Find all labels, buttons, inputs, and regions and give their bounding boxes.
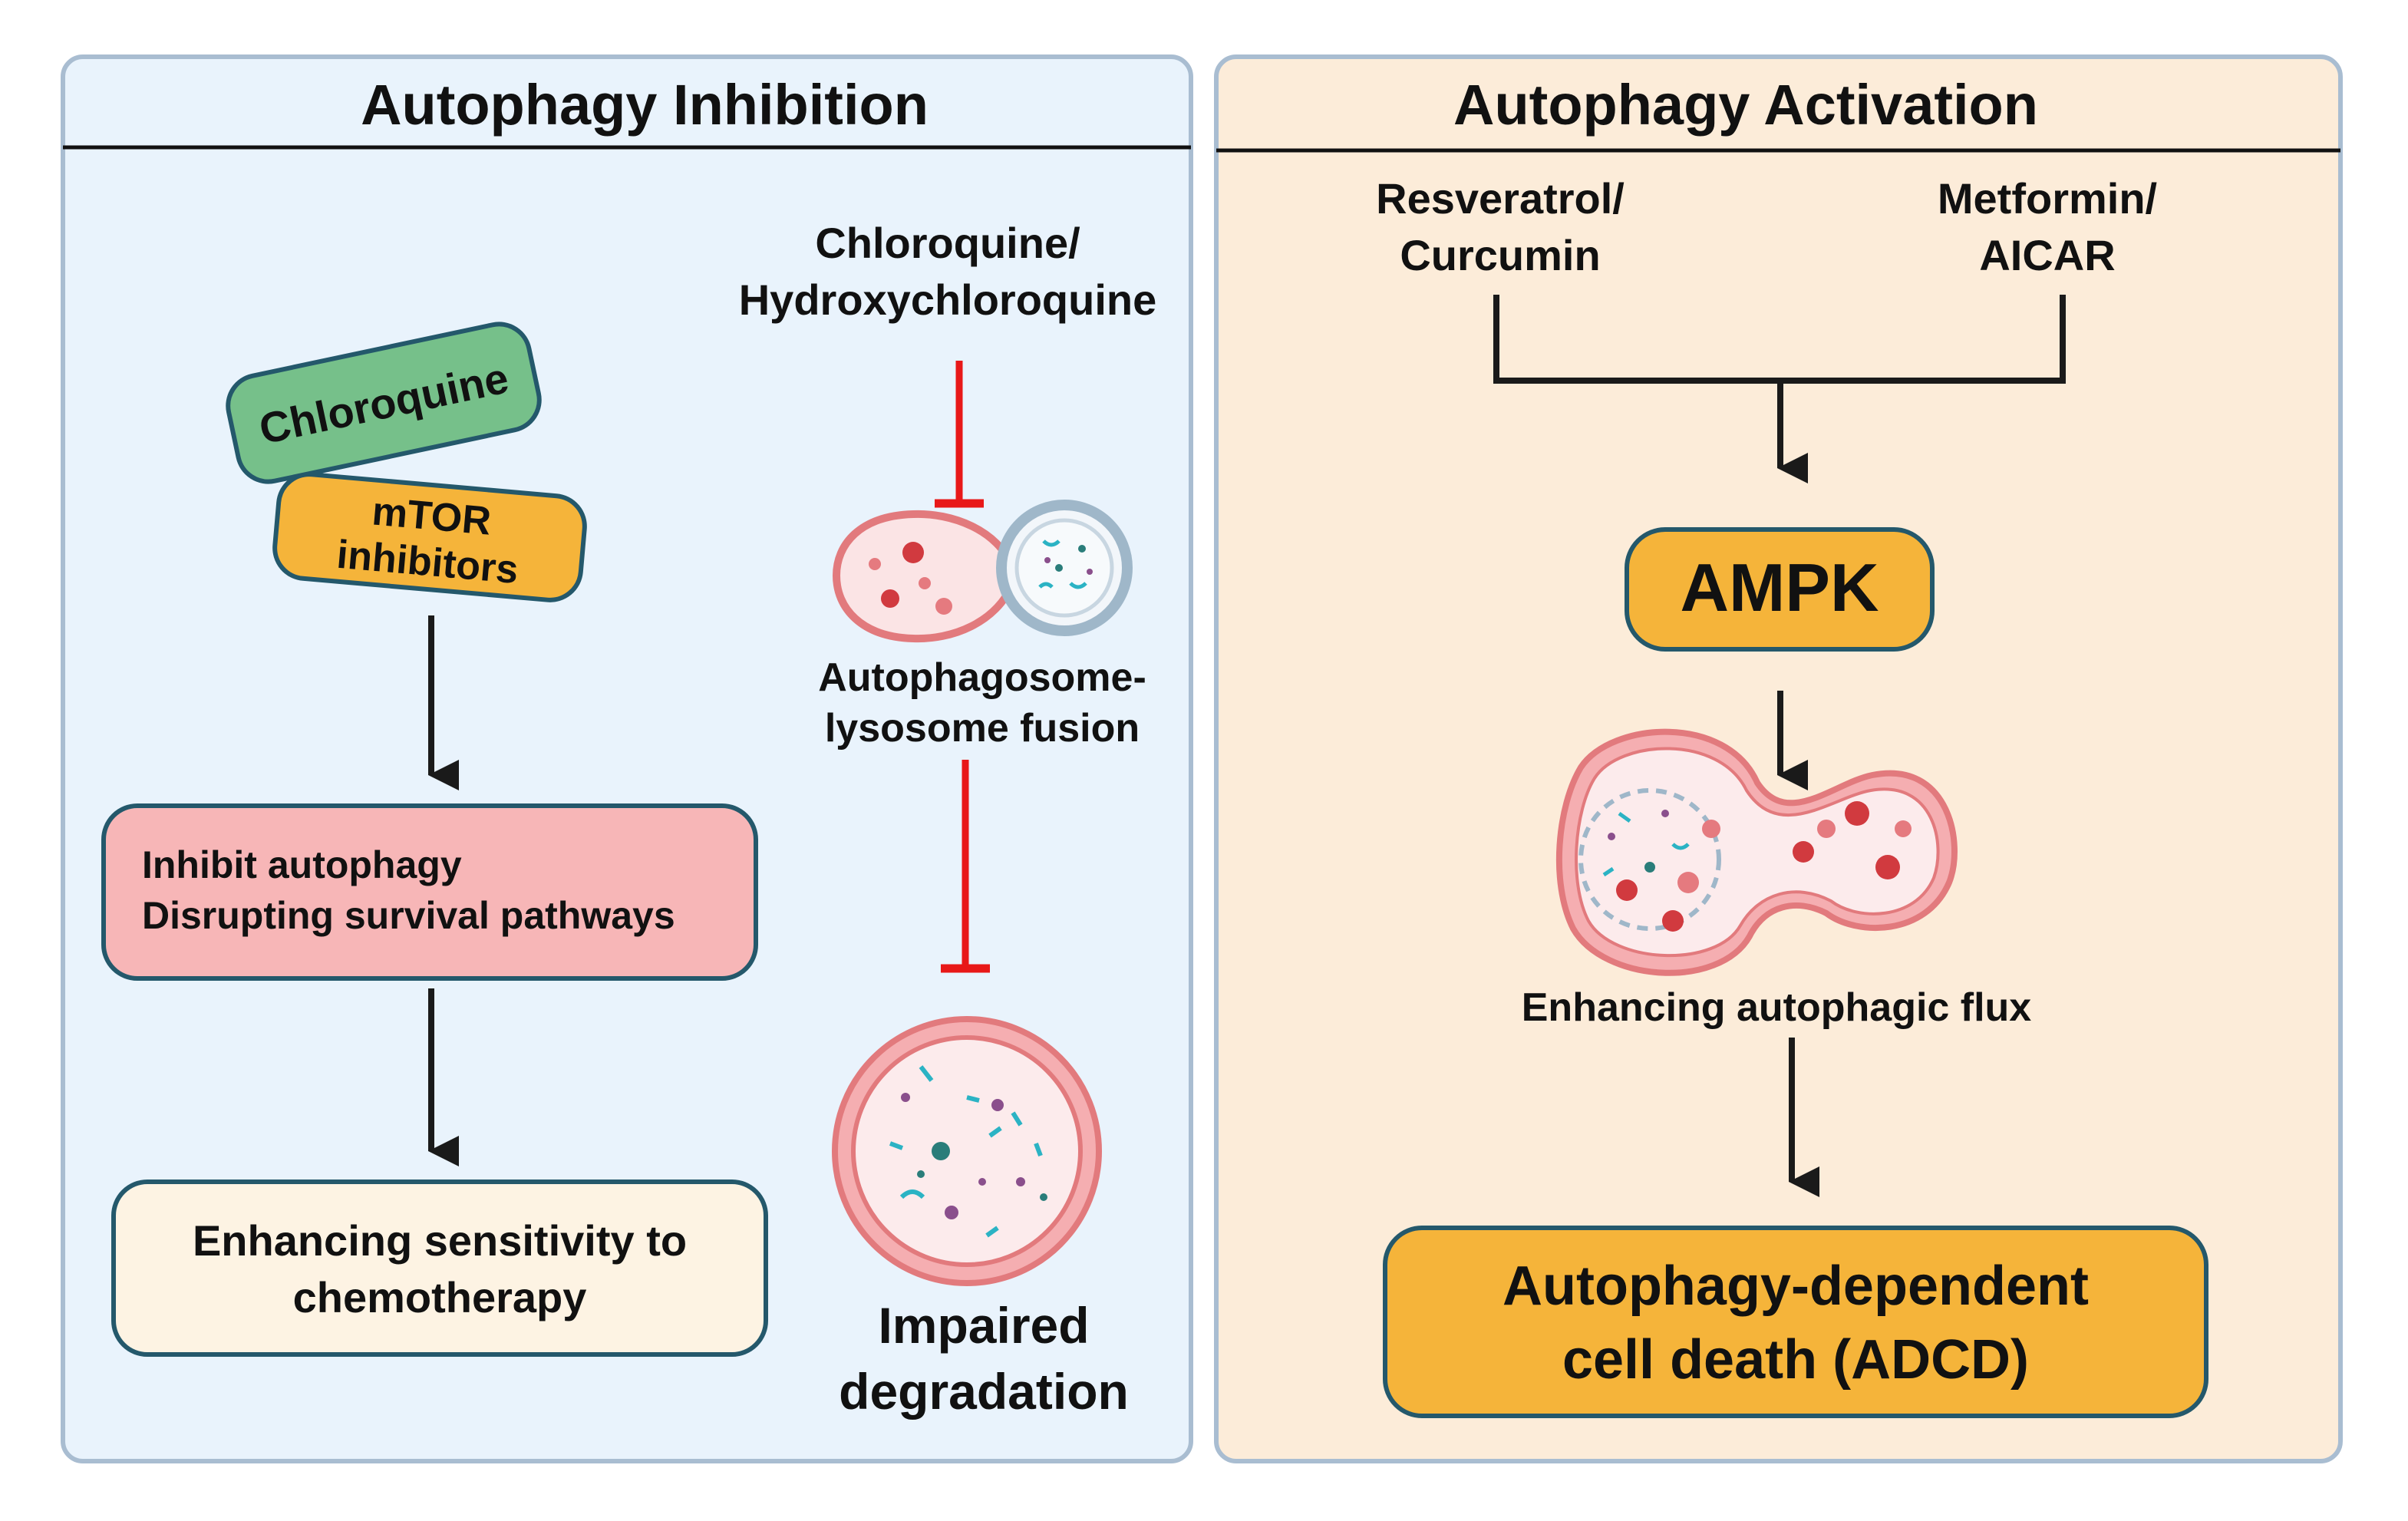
sensitivity-box <box>111 1180 768 1357</box>
adcd-box <box>1383 1226 2208 1418</box>
inhibition-title: Autophagy Inhibition <box>361 73 929 137</box>
impaired-lysosome-icon <box>832 1016 1102 1286</box>
inhibition-bar-degradation <box>941 760 990 973</box>
mtor-pill-label-line1: mTOR <box>371 489 493 543</box>
inhibit-autophagy-box <box>101 803 758 981</box>
impaired-label-line2: degradation <box>839 1363 1129 1420</box>
flux-label: Enhancing autophagic flux <box>1522 985 2032 1030</box>
adcd-label-line2: cell death (ADCD) <box>1562 1329 2029 1391</box>
resveratrol-label-line2: Curcumin <box>1400 231 1600 279</box>
resveratrol-label-line1: Resveratrol/ <box>1376 174 1625 223</box>
chloroquine-pill: Chloroquine <box>226 322 542 484</box>
activation-title: Autophagy Activation <box>1453 73 2038 137</box>
metformin-label-line2: AICAR <box>1979 231 2115 279</box>
ampk-box <box>1625 527 1935 652</box>
sensitivity-box-line2: chemotherapy <box>293 1273 587 1321</box>
autophagosome-lysosome-fusion-icon <box>832 500 1133 643</box>
fusion-label-line1: Autophagosome- <box>818 655 1146 700</box>
sensitivity-box-line1: Enhancing sensitivity to <box>193 1216 687 1265</box>
adcd-label-line1: Autophagy-dependent <box>1503 1255 2089 1317</box>
inhibition-panel: Autophagy Inhibition mTOR inhibitors Chl… <box>61 54 1193 1463</box>
activation-panel: Autophagy Activation Resveratrol/ Curcum… <box>1214 54 2343 1463</box>
impaired-label-line1: Impaired <box>878 1297 1089 1354</box>
inhibit-box-line2: Disrupting survival pathways <box>142 894 675 937</box>
inhibition-bar-fusion <box>935 361 984 508</box>
hydroxychloroquine-label-line2: Hydroxychloroquine <box>739 275 1157 324</box>
metformin-label-line1: Metformin/ <box>1938 174 2158 223</box>
hydroxychloroquine-label-line1: Chloroquine/ <box>815 219 1080 267</box>
ampk-label: AMPK <box>1680 549 1879 625</box>
inhibit-box-line1: Inhibit autophagy <box>142 843 462 886</box>
autophagic-flux-vesicle-icon <box>1555 728 1958 976</box>
mtor-inhibitors-pill: mTOR inhibitors <box>272 472 587 602</box>
fusion-label-line2: lysosome fusion <box>825 706 1140 751</box>
